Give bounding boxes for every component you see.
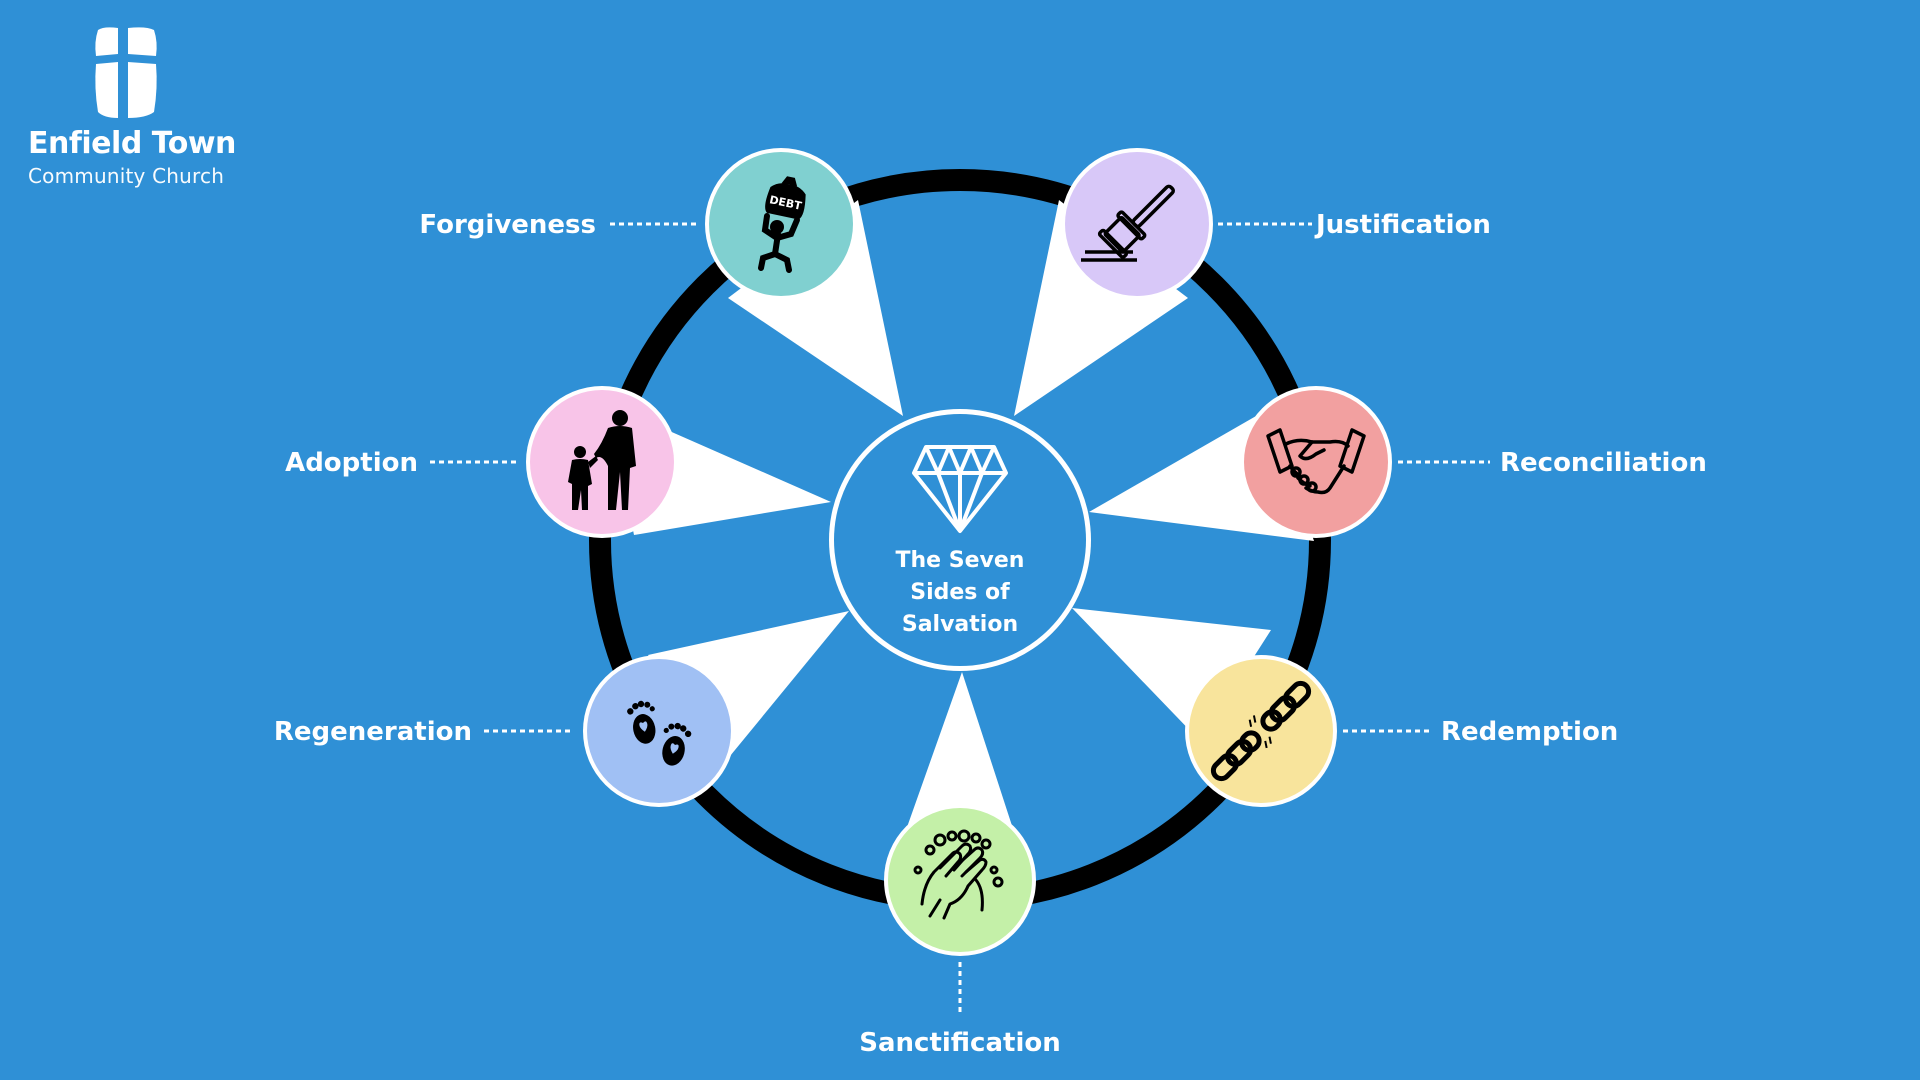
label-justification: Justification	[1314, 210, 1491, 240]
diamond-icon	[912, 445, 1008, 533]
label-forgiveness: Forgiveness	[419, 210, 596, 240]
node-adoption	[526, 386, 678, 538]
handshake-icon	[1266, 428, 1366, 495]
node-regeneration	[583, 655, 735, 807]
broken-chain-icon	[1210, 680, 1312, 782]
center-title-line-1: The Seven	[896, 548, 1025, 573]
label-adoption: Adoption	[285, 448, 418, 478]
node-sanctification	[884, 804, 1036, 956]
gavel-icon	[1081, 184, 1175, 262]
center-title-line-2: Sides of	[910, 580, 1010, 605]
baby-footprints-icon	[627, 700, 692, 766]
node-justification	[1061, 148, 1213, 300]
debt-burden-icon: DEBT	[758, 176, 806, 273]
label-sanctification: Sanctification	[859, 1028, 1060, 1058]
center-title-line-3: Salvation	[902, 612, 1018, 637]
cross-logo-icon	[95, 27, 157, 118]
washing-hands-icon	[913, 829, 1004, 920]
node-reconciliation	[1240, 386, 1392, 538]
connectors	[430, 222, 1490, 1014]
label-reconciliation: Reconciliation	[1500, 448, 1707, 478]
spoke-justification	[1014, 200, 1188, 416]
label-redemption: Redemption	[1441, 717, 1618, 747]
label-regeneration: Regeneration	[274, 717, 472, 747]
logo-subtitle: Community Church	[28, 164, 225, 188]
center-hub: The Seven Sides of Salvation	[829, 409, 1091, 671]
logo-name: Enfield Town	[28, 126, 236, 161]
spoke-forgiveness	[728, 200, 903, 416]
parent-child-icon	[568, 410, 636, 510]
node-redemption	[1185, 655, 1337, 807]
node-forgiveness: DEBT	[705, 148, 857, 300]
